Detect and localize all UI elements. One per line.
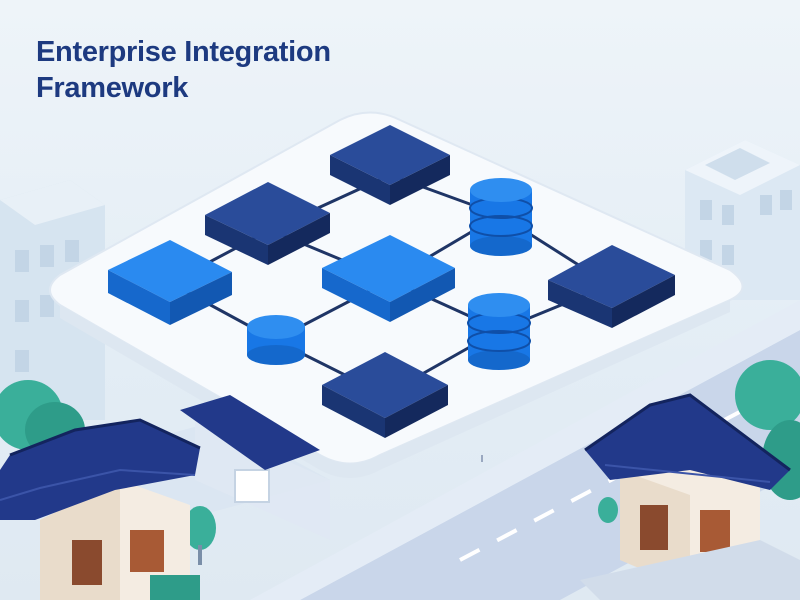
right-office-building [685, 140, 800, 300]
left-block [108, 240, 232, 325]
center-block [322, 235, 455, 322]
title-line-2: Framework [36, 72, 189, 104]
upper-right-database [469, 178, 533, 256]
lower-right-database [467, 293, 531, 370]
title-line-1: Enterprise Integration [36, 36, 331, 68]
upper-left-block [205, 182, 330, 265]
page-title: Enterprise Integration Framework [36, 34, 331, 106]
right-hanok-house [580, 393, 800, 600]
left-hanok-house [0, 395, 330, 600]
top-block [330, 125, 450, 205]
right-block [548, 245, 675, 328]
left-office-building [0, 180, 105, 420]
bottom-block [322, 352, 448, 438]
small-database [247, 315, 305, 365]
